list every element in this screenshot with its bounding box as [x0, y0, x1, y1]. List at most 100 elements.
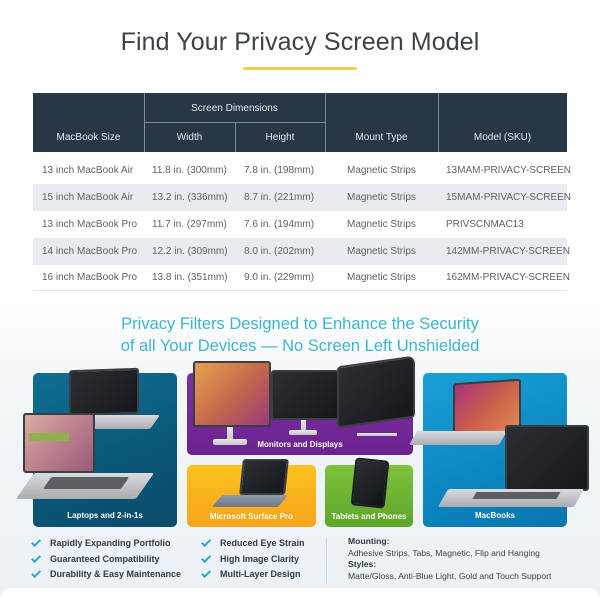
table-row: 13 inch MacBook Air 11.8 in. (300mm) 7.8… — [33, 157, 571, 184]
cell-mount: Magnetic Strips — [347, 246, 416, 257]
header-divider — [438, 93, 439, 152]
table-row: 13 inch MacBook Pro 11.7 in. (297mm) 7.6… — [33, 211, 567, 238]
col-header-model-sku: Model (SKU) — [473, 132, 532, 143]
checkmark-icon — [31, 568, 42, 579]
panel-laptops: Laptops and 2-in-1s — [15, 367, 177, 527]
monitor-image — [193, 361, 271, 427]
table-row: 15 inch MacBook Air 13.2 in. (336mm) 8.7… — [33, 184, 571, 211]
laptop-base-image — [15, 473, 155, 499]
cell-mount: Magnetic Strips — [347, 192, 416, 203]
macbook-image — [505, 425, 589, 491]
checkmark-icon — [201, 552, 212, 563]
monitor-stand — [227, 427, 233, 441]
table-row: 14 inch MacBook Pro 12.2 in. (309mm) 8.0… — [33, 238, 570, 265]
keyboard — [42, 477, 130, 489]
col-header-height: Height — [265, 132, 295, 143]
panel-label-tablets: Tablets and Phones — [331, 512, 407, 521]
laptop-image — [23, 413, 95, 473]
col-header-mount-type: Mount Type — [355, 132, 408, 143]
laptop-image — [69, 367, 139, 417]
checkmark-icon — [31, 537, 42, 548]
cell-sku: 13MAM-PRIVACY-SCREEN — [446, 165, 572, 176]
cell-width: 12.2 in. (309mm) — [152, 246, 228, 257]
feature-item: Reduced Eye Strain — [201, 536, 305, 552]
cell-height: 7.6 in. (194mm) — [244, 219, 315, 230]
specs-divider — [326, 538, 327, 584]
cell-sku: 162MM-PRIVACY-SCREEN — [446, 272, 570, 283]
mounting-value: Adhesive Strips, Tabs, Magnetic, Flip an… — [348, 547, 540, 558]
cell-size: 13 inch MacBook Pro — [42, 219, 138, 230]
panel-label-monitors: Monitors and Displays — [257, 440, 343, 449]
feature-item: Durability & Easy Maintenance — [31, 567, 182, 583]
macbook-base-image — [408, 431, 508, 445]
cell-size: 13 inch MacBook Air — [42, 165, 134, 176]
cell-width: 11.7 in. (297mm) — [152, 219, 227, 230]
monitor-stand — [357, 433, 397, 436]
specs-block: Mounting: Adhesive Strips, Tabs, Magneti… — [348, 536, 551, 582]
page-title: Find Your Privacy Screen Model — [120, 28, 480, 56]
feature-text: Reduced Eye Strain — [220, 538, 305, 548]
feature-item: High Image Clarity — [201, 552, 305, 568]
checkmark-icon — [201, 568, 212, 579]
feature-text: Durability & Easy Maintenance — [50, 569, 182, 579]
promo-section-bottom-edge — [0, 588, 600, 600]
cell-height: 8.0 in. (202mm) — [244, 246, 315, 257]
tablet-image — [350, 457, 390, 509]
panel-label-surface-pro: Microsoft Surface Pro — [209, 512, 294, 521]
panel-surface-pro: Microsoft Surface Pro — [187, 459, 316, 527]
cell-mount: Magnetic Strips — [347, 165, 416, 176]
header-divider — [235, 123, 236, 152]
styles-value: Matte/Gloss, Anti-Blue Light, Gold and T… — [348, 570, 552, 581]
features-list-2: Reduced Eye Strain High Image Clarity Mu… — [201, 536, 305, 583]
feature-text: Multi-Layer Design — [220, 569, 301, 579]
cell-size: 16 inch MacBook Pro — [42, 272, 138, 283]
col-header-macbook-size: MacBook Size — [56, 132, 121, 143]
features-list-1: Rapidly Expanding Portfolio Guaranteed C… — [31, 536, 182, 583]
promo-subtitle-line-1: Privacy Filters Designed to Enhance the … — [121, 315, 479, 333]
table-row: 16 inch MacBook Pro 13.8 in. (351mm) 9.0… — [33, 264, 570, 291]
screen-content — [29, 433, 69, 441]
table-bottom-border — [33, 290, 567, 291]
cell-sku: PRIVSCNMAC13 — [446, 219, 524, 230]
monitor-image — [271, 370, 339, 420]
surface-laptop-image — [239, 459, 289, 495]
col-header-width: Width — [176, 132, 203, 143]
header-divider — [325, 93, 326, 152]
cell-width: 13.8 in. (351mm) — [152, 272, 228, 283]
checkmark-icon — [31, 552, 42, 563]
feature-item: Multi-Layer Design — [201, 567, 305, 583]
checkmark-icon — [201, 537, 212, 548]
feature-item: Guaranteed Compatibility — [31, 552, 181, 568]
cell-height: 7.8 in. (198mm) — [244, 165, 315, 176]
styles-label: Styles: — [348, 559, 377, 569]
promo-subtitle-line-2: of all Your Devices — No Screen Left Uns… — [120, 337, 480, 355]
monitor-stand — [301, 420, 306, 432]
cell-mount: Magnetic Strips — [347, 219, 416, 230]
cell-width: 13.2 in. (336mm) — [152, 192, 228, 203]
macbook-base-image — [437, 489, 585, 507]
curved-monitor-image — [337, 355, 415, 429]
panel-monitors: Monitors and Displays — [187, 355, 415, 455]
cell-mount: Magnetic Strips — [347, 272, 416, 283]
feature-text: Guaranteed Compatibility — [50, 553, 160, 564]
col-header-screen-dimensions: Screen Dimensions — [191, 102, 278, 114]
mounting-label: Mounting: — [348, 536, 390, 546]
cell-size: 15 inch MacBook Air — [42, 192, 134, 203]
monitor-stand-base — [213, 439, 247, 445]
cell-height: 8.7 in. (221mm) — [244, 192, 315, 203]
feature-text: Rapidly Expanding Portfolio — [50, 538, 171, 548]
cell-sku: 15MAM-PRIVACY-SCREEN — [446, 192, 572, 203]
surface-laptop-base — [211, 495, 289, 507]
header-divider — [144, 122, 325, 123]
cell-width: 11.8 in. (300mm) — [152, 165, 227, 176]
panel-label-macbooks: MacBooks — [474, 511, 515, 520]
title-underline — [243, 67, 357, 70]
feature-item: Rapidly Expanding Portfolio — [31, 536, 181, 552]
feature-text: High Image Clarity — [220, 553, 300, 564]
cell-sku: 142MM-PRIVACY-SCREEN — [446, 246, 570, 257]
panel-macbooks: MacBooks — [408, 373, 589, 527]
panel-tablets: Tablets and Phones — [325, 457, 413, 527]
promo-subtitle: Privacy Filters Designed to Enhance the … — [0, 313, 600, 357]
monitor-stand-base — [289, 430, 317, 435]
cell-height: 9.0 in. (229mm) — [244, 272, 315, 283]
